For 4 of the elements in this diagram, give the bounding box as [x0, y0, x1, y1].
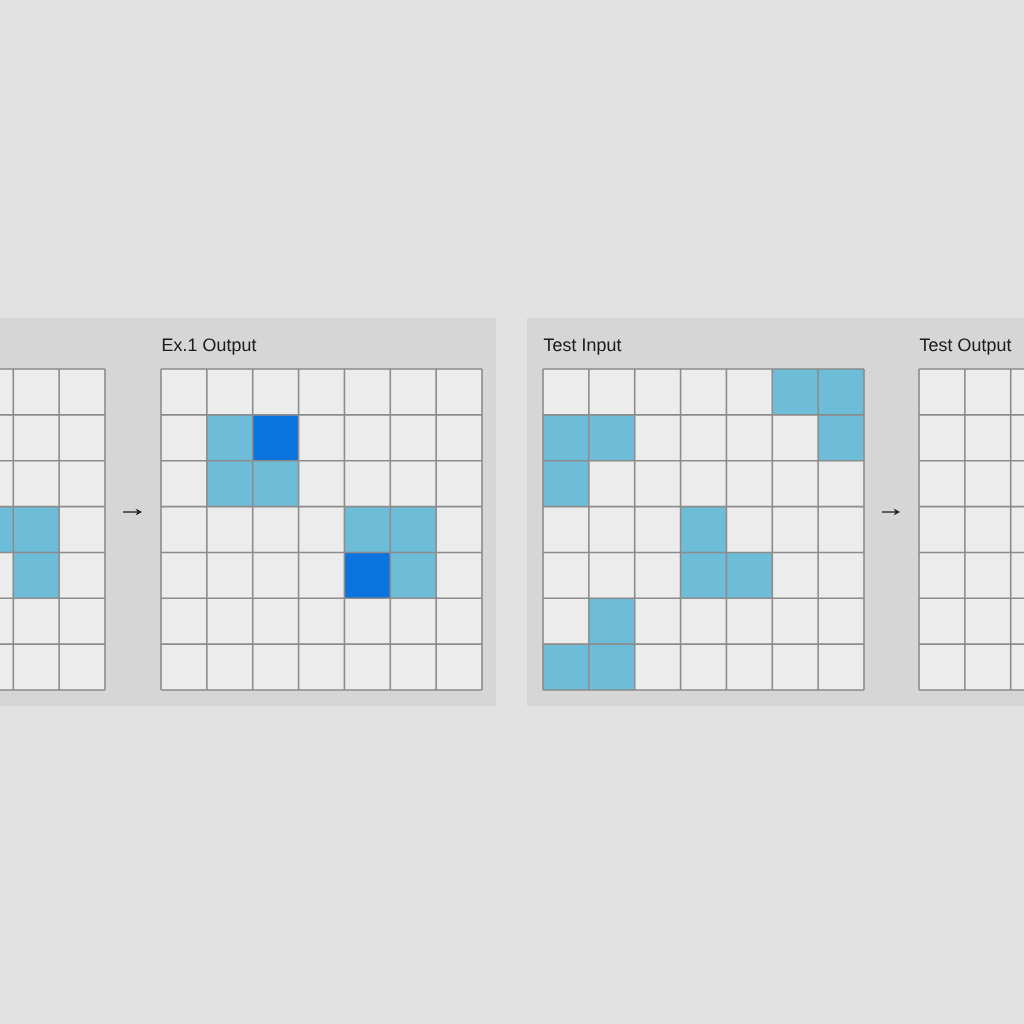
grid [0, 368, 106, 691]
grid-heading: Ex.1 Output [162, 338, 257, 355]
grid-heading: Test Input [543, 338, 622, 355]
grid-heading: Test Output [919, 338, 1012, 355]
